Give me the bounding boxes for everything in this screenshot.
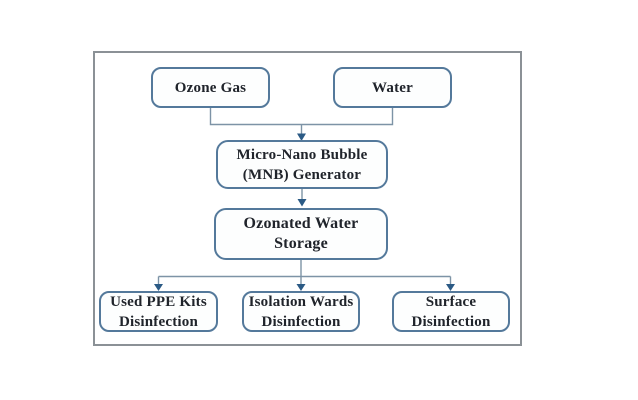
node-water: Water (333, 67, 452, 108)
node-used-ppe-kits-disinfection-label: Used PPE Kits Disinfection (110, 293, 207, 330)
node-mnb-generator-label: Micro-Nano Bubble (MNB) Generator (236, 146, 368, 183)
node-surface-disinfection-label: Surface Disinfection (411, 293, 491, 330)
arrowhead-icon (446, 284, 455, 291)
edge-ozone-gas-merge (209, 108, 394, 126)
node-mnb-generator: Micro-Nano Bubble (MNB) Generator (216, 140, 388, 189)
arrowhead-icon (154, 284, 163, 291)
node-ozone-gas-label: Ozone Gas (174, 79, 247, 96)
node-water-label: Water (372, 79, 413, 96)
node-ozonated-water-storage: Ozonated Water Storage (214, 208, 388, 260)
node-surface-disinfection: Surface Disinfection (392, 291, 510, 332)
node-isolation-wards-disinfection-label: Isolation Wards Disinfection (248, 293, 354, 330)
arrowhead-icon (297, 133, 306, 141)
node-ozonated-water-storage-label: Ozonated Water Storage (243, 215, 359, 252)
node-ozone-gas: Ozone Gas (151, 67, 270, 108)
arrowhead-icon (296, 284, 306, 291)
node-isolation-wards-disinfection: Isolation Wards Disinfection (242, 291, 360, 332)
arrowhead-icon (297, 199, 307, 207)
node-used-ppe-kits-disinfection: Used PPE Kits Disinfection (99, 291, 218, 332)
